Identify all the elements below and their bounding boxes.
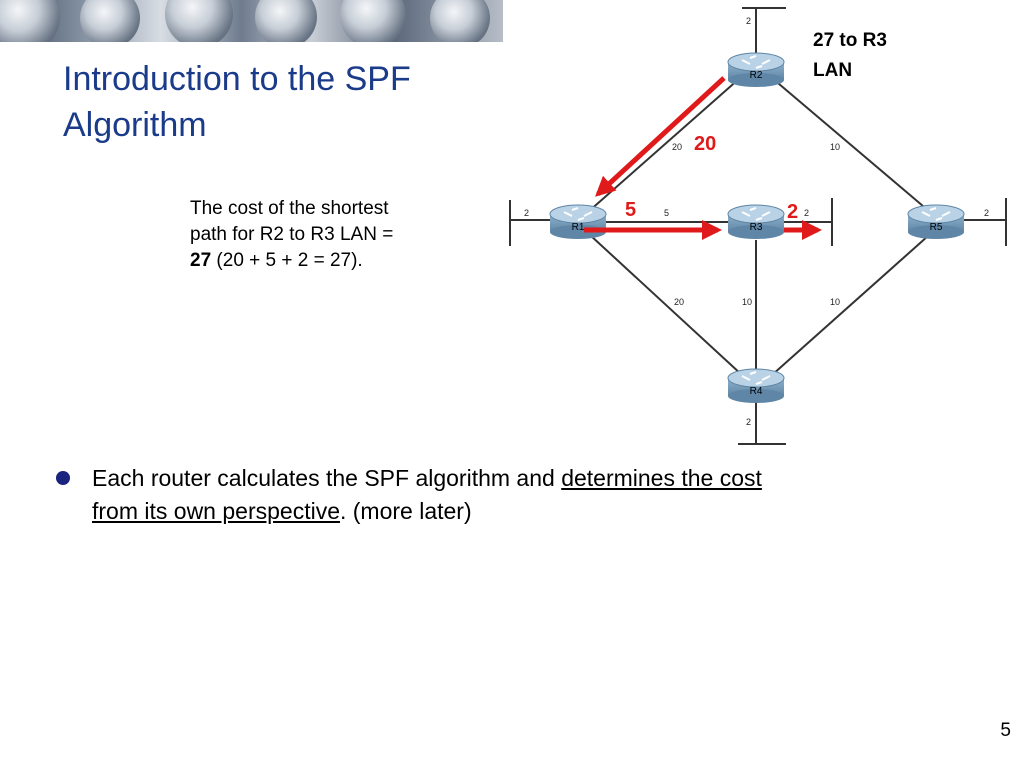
cost-r1-r4: 20 <box>674 297 684 307</box>
router-r4: R4 <box>727 368 785 403</box>
router-label-r3: R3 <box>750 222 763 233</box>
cost-explanation: The cost of the shortest path for R2 to … <box>190 196 480 274</box>
callout-line-3: 27 (20 + 5 + 2 = 27). <box>190 248 480 274</box>
router-label-r1: R1 <box>572 222 585 233</box>
cost-r2-r5: 10 <box>830 142 840 152</box>
spf-network-diagram: 20 10 5 20 10 10 2 2 2 2 2 R2 R1 R3 R5 <box>509 7 1007 445</box>
title-line-2: Algorithm <box>63 106 207 144</box>
path-cost-r2-r1: 20 <box>694 133 716 155</box>
page-number: 5 <box>1000 720 1011 741</box>
destination-label-line-2: LAN <box>813 60 852 81</box>
lan-cost-r1: 2 <box>524 208 529 218</box>
router-label-r4: R4 <box>750 386 763 397</box>
link-r2-r1 <box>587 77 741 213</box>
link-r2-r5 <box>771 77 931 213</box>
cost-r2-r1: 20 <box>672 142 682 152</box>
bullet-point: Each router calculates the SPF algorithm… <box>56 462 936 528</box>
callout-line-1: The cost of the shortest <box>190 198 389 219</box>
router-r3: R3 <box>727 204 785 239</box>
header-banner-image <box>0 0 503 42</box>
bullet-text: Each router calculates the SPF algorithm… <box>92 462 936 528</box>
lan-cost-r5: 2 <box>984 208 989 218</box>
lan-cost-r4: 2 <box>746 417 751 427</box>
path-cost-r3-lan: 2 <box>787 201 798 223</box>
bullet-underlined-1: determines the cost <box>561 465 762 491</box>
router-label-r2: R2 <box>750 70 763 81</box>
callout-line-2: path for R2 to R3 LAN = <box>190 224 394 245</box>
link-r4-r5 <box>771 235 929 376</box>
router-r1: R1 <box>549 204 607 239</box>
path-cost-r1-r3: 5 <box>625 199 636 221</box>
path-arrow-r2-r1 <box>595 76 726 197</box>
router-label-r5: R5 <box>930 222 943 233</box>
bullet-dot-icon <box>56 471 70 485</box>
lan-cost-r2: 2 <box>746 16 751 26</box>
title-line-1: Introduction to the SPF <box>63 60 411 98</box>
link-r1-r4 <box>589 234 743 376</box>
callout-total: 27 <box>190 250 212 271</box>
callout-breakdown: (20 + 5 + 2 = 27). <box>211 250 363 271</box>
bullet-text-part-2: . (more later) <box>339 498 472 524</box>
slide-title: Introduction to the SPF Algorithm <box>63 56 503 148</box>
bullet-underlined-2: from its own perspective <box>92 498 340 524</box>
cost-r4-r5: 10 <box>830 297 840 307</box>
cost-r1-r3: 5 <box>664 208 669 218</box>
destination-label-line-1: 27 to R3 <box>813 30 887 51</box>
lan-cost-r3: 2 <box>804 208 809 218</box>
router-r2: R2 <box>727 52 785 87</box>
cost-r3-r4: 10 <box>742 297 752 307</box>
bullet-text-part-1: Each router calculates the SPF algorithm… <box>92 465 562 491</box>
router-r5: R5 <box>907 204 965 239</box>
